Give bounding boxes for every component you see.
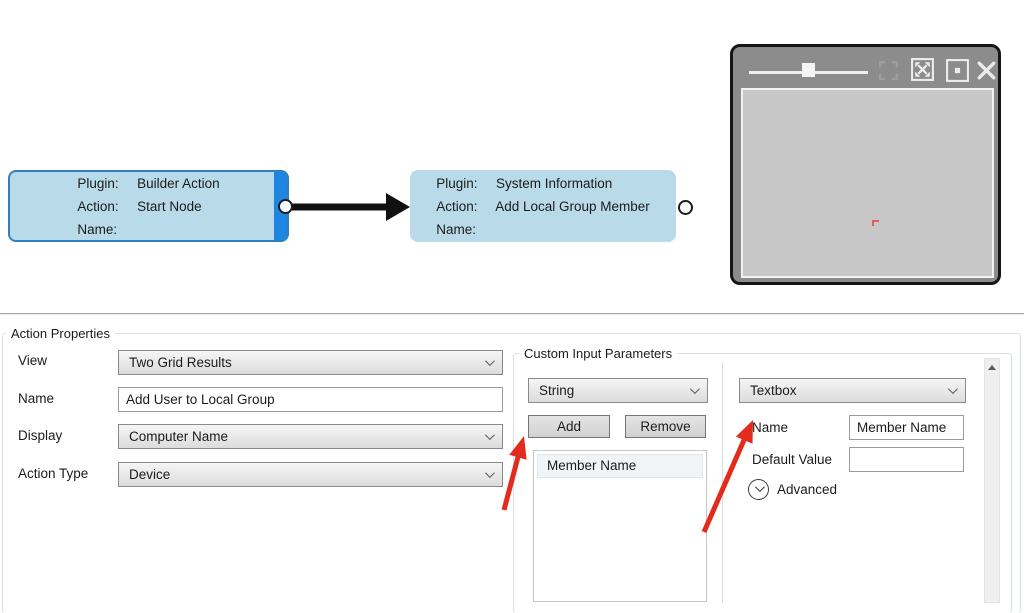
node-action-row: Action: Start Node: [77, 195, 219, 218]
chevron-down-icon: [484, 430, 495, 441]
close-icon[interactable]: [974, 58, 999, 83]
zoom-slider-thumb[interactable]: [802, 63, 815, 77]
action-name-input[interactable]: [118, 387, 503, 412]
display-label: Display: [18, 428, 63, 443]
action-properties-title: Action Properties: [6, 326, 115, 341]
default-value-label: Default Value: [752, 452, 833, 467]
default-value-input[interactable]: [849, 447, 964, 472]
name-label: Name:: [77, 221, 118, 237]
parameter-name-label: Name: [752, 420, 789, 435]
custom-input-parameters-title: Custom Input Parameters: [519, 346, 678, 361]
control-type-value: Textbox: [750, 383, 797, 398]
action-type-combobox-value: Device: [129, 467, 171, 482]
minimap-viewport[interactable]: [741, 88, 994, 278]
plugin-value: Builder Action: [137, 175, 220, 191]
viewport-corner-marker: [872, 220, 874, 226]
action-label: Action:: [436, 198, 478, 214]
plugin-label: Plugin:: [77, 175, 119, 191]
action-value: Add Local Group Member: [495, 198, 650, 214]
node-start[interactable]: Plugin: Builder Action Action: Start Nod…: [8, 170, 289, 242]
node-plugin-row: Plugin: Builder Action: [77, 172, 219, 195]
arrow-up-icon: [988, 365, 996, 370]
viewport-corner-marker: [872, 220, 879, 222]
display-combobox[interactable]: Computer Name: [118, 424, 503, 449]
view-combobox[interactable]: Two Grid Results: [118, 350, 503, 375]
plugin-label: Plugin:: [436, 175, 478, 191]
center-view-icon[interactable]: [945, 58, 970, 83]
output-port-start-node[interactable]: [278, 199, 293, 214]
parameter-list[interactable]: Member Name: [533, 450, 707, 602]
remove-button[interactable]: Remove: [625, 415, 706, 438]
workflow-canvas[interactable]: Plugin: Builder Action Action: Start Nod…: [0, 0, 1024, 313]
parameter-type-combobox[interactable]: String: [528, 378, 708, 403]
view-label: View: [18, 353, 48, 368]
action-type-combobox[interactable]: Device: [118, 462, 503, 487]
action-type-label: Action Type: [18, 466, 89, 481]
node-add-local-group-member[interactable]: Plugin: System Information Action: Add L…: [410, 170, 676, 242]
name-label: Name: [18, 391, 55, 406]
node-name-row: Name:: [436, 218, 650, 241]
name-label: Name:: [436, 221, 476, 237]
chevron-down-icon: [947, 384, 958, 395]
vertical-scrollbar[interactable]: [984, 358, 1000, 603]
panel-divider: [722, 362, 723, 603]
action-value: Start Node: [137, 198, 202, 214]
action-label: Action:: [77, 198, 119, 214]
action-properties-groupbox: [2, 333, 1021, 613]
expand-icon[interactable]: [910, 57, 935, 82]
minimap-panel[interactable]: [730, 44, 1001, 285]
node-plugin-row: Plugin: System Information: [436, 172, 650, 195]
view-combobox-value: Two Grid Results: [129, 355, 232, 370]
parameter-type-value: String: [539, 383, 575, 398]
chevron-down-icon: [484, 468, 495, 479]
chevron-down-icon: [754, 481, 765, 492]
plugin-value: System Information: [495, 175, 613, 191]
control-type-combobox[interactable]: Textbox: [739, 378, 966, 403]
list-item[interactable]: Member Name: [537, 454, 703, 478]
output-port-add-member-node[interactable]: [678, 200, 693, 215]
fit-to-screen-icon[interactable]: [876, 58, 901, 83]
advanced-label[interactable]: Advanced: [777, 482, 838, 497]
display-combobox-value: Computer Name: [129, 429, 229, 444]
node-name-row: Name:: [77, 218, 219, 241]
add-button[interactable]: Add: [528, 415, 610, 438]
parameter-name-input[interactable]: [849, 415, 964, 440]
advanced-expander-icon[interactable]: [748, 479, 769, 500]
canvas-properties-splitter[interactable]: [0, 313, 1024, 315]
chevron-down-icon: [689, 384, 700, 395]
chevron-down-icon: [484, 356, 495, 367]
scroll-up-button[interactable]: [985, 359, 999, 376]
node-action-row: Action: Add Local Group Member: [436, 195, 650, 218]
